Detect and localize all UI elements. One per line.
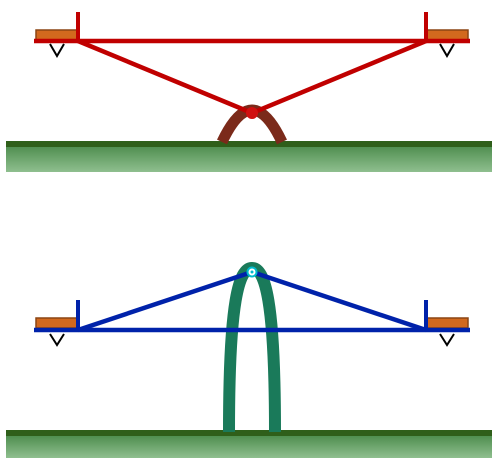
seat-right (425, 317, 469, 329)
seat-right (425, 29, 469, 41)
pivot-arch (223, 261, 281, 433)
seesaw-top (6, 12, 492, 172)
foot-marker-right (439, 43, 455, 58)
seesaw-bottom (6, 261, 492, 458)
ground-top-edge (6, 141, 492, 147)
ground-bottom-edge (6, 430, 492, 436)
seat-left (35, 317, 79, 329)
pivot-joint-dot (250, 270, 254, 274)
support-strut-right (251, 269, 427, 333)
foot-marker-left (49, 43, 65, 58)
seat-left (35, 29, 79, 41)
pivot-joint (246, 107, 258, 119)
ground-top (6, 144, 492, 172)
support-strut-left (77, 269, 253, 333)
ground-bottom (6, 434, 492, 458)
foot-marker-right (439, 333, 455, 347)
foot-marker-left (49, 333, 65, 347)
support-strut-left (77, 38, 253, 116)
support-strut-right (251, 38, 427, 116)
